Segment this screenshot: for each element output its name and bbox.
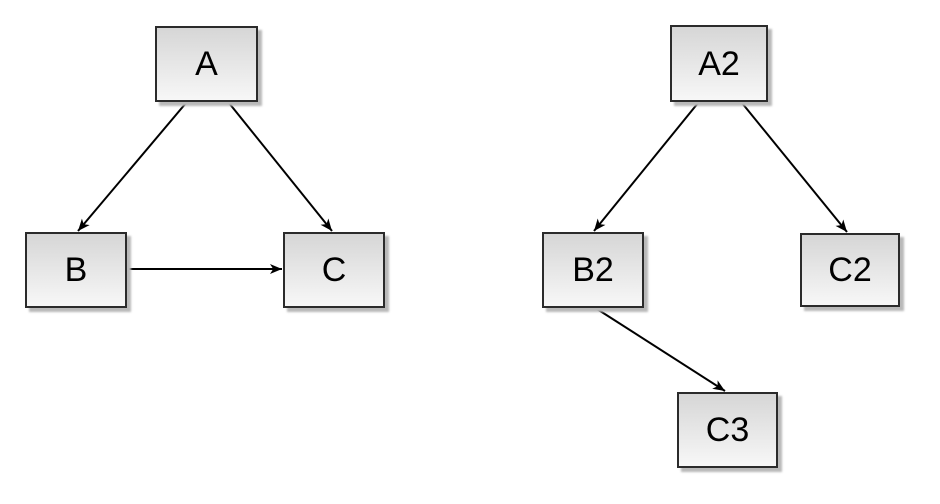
node-label: C2	[828, 251, 872, 289]
node-label: A2	[698, 44, 740, 83]
node-A2[interactable]: A2	[670, 25, 768, 102]
edge-A-B	[77, 102, 187, 232]
node-C[interactable]: C	[283, 232, 385, 308]
edge-B2-C3	[596, 308, 726, 392]
node-label: C	[321, 251, 347, 289]
edge-A2-C2	[741, 102, 848, 233]
node-label: B	[64, 251, 88, 289]
edge-A2-B2	[593, 102, 699, 232]
node-B2[interactable]: B2	[542, 232, 644, 308]
node-label: A	[195, 45, 218, 83]
node-B[interactable]: B	[25, 232, 127, 308]
edges-group	[77, 102, 848, 392]
node-label: C3	[705, 411, 750, 449]
node-C2[interactable]: C2	[800, 233, 900, 307]
node-label: B2	[572, 251, 614, 289]
edge-A-C	[228, 102, 333, 232]
node-C3[interactable]: C3	[677, 392, 778, 468]
node-A[interactable]: A	[155, 26, 258, 102]
